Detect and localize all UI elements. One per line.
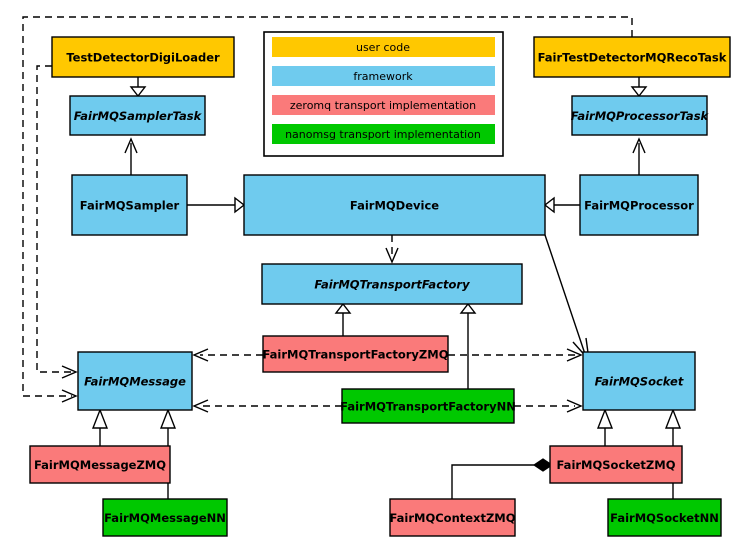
class-box-label: FairMQMessage [84,375,186,389]
edge-digiloader-to-samplertask [129,77,147,98]
legend-label-nanomsg: nanomsg transport implementation [285,128,481,141]
class-box-FairMQSocket[interactable]: FairMQSocket [582,351,696,411]
class-box-FairMQSamplerTask[interactable]: FairMQSamplerTask [69,95,206,136]
class-box-FairMQSocketNN[interactable]: FairMQSocketNN [607,498,722,537]
class-box-label: FairMQTransportFactoryZMQ [262,348,448,362]
class-box-rect [607,498,722,537]
legend-item-nanomsg: nanomsg transport implementation [272,124,495,144]
edge-processor-to-processortask [632,137,646,175]
class-box-rect [533,36,731,78]
class-box-rect [29,445,171,484]
legend-swatch-zeromq [272,95,495,115]
class-box-label: FairMQMessageZMQ [34,458,166,472]
class-box-label: FairMQMessageNN [104,511,226,525]
edge-layer [22,16,682,499]
edge-socketzmq-to-socket [596,408,614,446]
edge-recotask-to-processortask [630,77,648,98]
class-box-FairMQSocketZMQ[interactable]: FairMQSocketZMQ [549,445,683,484]
edge-sampler-to-device [187,196,246,214]
legend-item-framework: framework [272,66,495,86]
edge-processor-to-device [543,196,580,214]
class-box-label: FairMQSocketNN [610,511,719,525]
edge-tfzmq-to-message [192,348,263,362]
legend-swatch-user-code [272,37,495,57]
legend-label-user-code: user code [356,41,410,54]
edge-tfnn-to-transportfactory [459,302,477,389]
class-box-label: FairMQDevice [350,199,439,213]
class-box-label: FairTestDetectorMQRecoTask [538,51,727,65]
class-box-rect [51,36,235,78]
class-box-rect [69,95,206,136]
class-box-rect [261,263,523,305]
node-layer: TestDetectorDigiLoader FairTestDetectorMQ… [29,36,731,537]
class-box-FairMQTransportFactoryNN[interactable]: FairMQTransportFactoryNN [340,388,516,424]
class-box-FairMQTransportFactoryZMQ[interactable]: FairMQTransportFactoryZMQ [262,335,449,373]
edge-messagezmq-to-message [91,408,109,446]
class-box-rect [579,174,699,236]
class-box-FairMQDevice[interactable]: FairMQDevice [243,174,546,236]
edge-digiloader-to-message [36,65,78,379]
class-box-label: FairMQSamplerTask [74,109,203,123]
edge-device-to-transportfactory [385,235,399,264]
class-box-FairMQProcessorTask[interactable]: FairMQProcessorTask [571,95,710,136]
class-box-label: FairMQSampler [80,199,180,213]
class-box-FairMQTransportFactory[interactable]: FairMQTransportFactory [261,263,523,305]
class-box-TestDetectorDigiLoader[interactable]: TestDetectorDigiLoader [51,36,235,78]
class-box-rect [571,95,708,136]
legend: user code framework zeromq transport imp… [263,31,504,157]
edge-contextzmq-to-socketzmq [451,458,554,499]
class-box-rect [549,445,683,484]
class-box-label: FairMQProcessorTask [571,109,710,123]
edge-tfnn-to-socket [514,399,583,413]
legend-label-framework: framework [353,70,413,83]
legend-label-zeromq: zeromq transport implementation [290,99,476,112]
class-box-rect [582,351,696,411]
class-box-FairMQContextZMQ[interactable]: FairMQContextZMQ [389,498,516,537]
edge-recotask-to-message [22,16,633,403]
edge-tfnn-to-message [192,399,342,413]
class-box-label: FairMQProcessor [584,199,694,213]
class-box-label: FairMQSocketZMQ [557,458,676,472]
class-box-FairMQProcessor[interactable]: FairMQProcessor [579,174,699,236]
class-box-rect [341,388,515,424]
class-box-FairMQMessage[interactable]: FairMQMessage [77,351,193,411]
class-box-rect [77,351,193,411]
class-box-rect [389,498,516,537]
class-box-FairTestDetectorMQRecoTask[interactable]: FairTestDetectorMQRecoTask [533,36,731,78]
class-box-label: FairMQSocket [595,375,684,389]
class-box-FairMQSampler[interactable]: FairMQSampler [71,174,188,236]
legend-item-user-code: user code [272,37,495,57]
class-box-rect [71,174,188,236]
class-box-rect [243,174,546,236]
edge-tfzmq-to-transportfactory [334,302,352,336]
class-box-label: FairMQTransportFactory [314,278,470,292]
class-box-FairMQMessageNN[interactable]: FairMQMessageNN [102,498,228,537]
edge-tfzmq-to-socket [448,348,583,362]
class-box-label: FairMQContextZMQ [389,511,515,525]
class-box-rect [262,335,449,373]
class-box-label: TestDetectorDigiLoader [66,51,220,65]
class-box-label: FairMQTransportFactoryNN [340,400,516,414]
legend-item-zeromq: zeromq transport implementation [272,95,495,115]
legend-swatch-nanomsg [272,124,495,144]
class-box-rect [102,498,228,537]
class-box-FairMQMessageZMQ[interactable]: FairMQMessageZMQ [29,445,171,484]
legend-swatch-framework [272,66,495,86]
edge-sampler-to-samplertask [124,137,138,175]
